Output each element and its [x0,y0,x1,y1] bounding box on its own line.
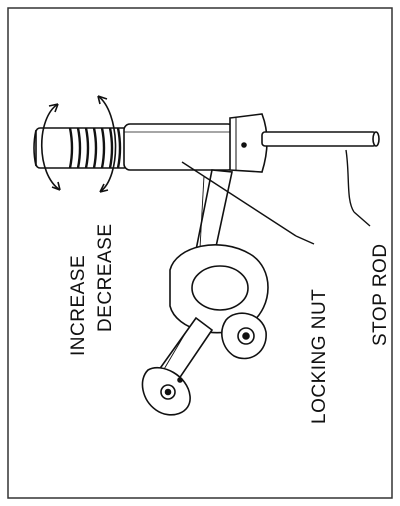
figure-frame [7,7,393,499]
locking-nut-part [229,113,268,173]
labels-group: INCREASE DECREASE LOCKING NUT STOP ROD [68,223,391,424]
increase-label: INCREASE [68,255,89,356]
locking-nut-label: LOCKING NUT [309,289,330,424]
decrease-label: DECREASE [95,223,116,332]
rotation-arrows [41,95,117,193]
adjusting-screw [33,127,129,169]
stop-rod-label: STOP ROD [370,243,391,346]
leader-lines [181,149,371,245]
adjusting-sleeve [123,123,235,171]
stop-rod-part [261,131,380,147]
lever-arm [141,169,269,416]
screw-threads [68,127,122,169]
lever-eye [191,265,249,311]
